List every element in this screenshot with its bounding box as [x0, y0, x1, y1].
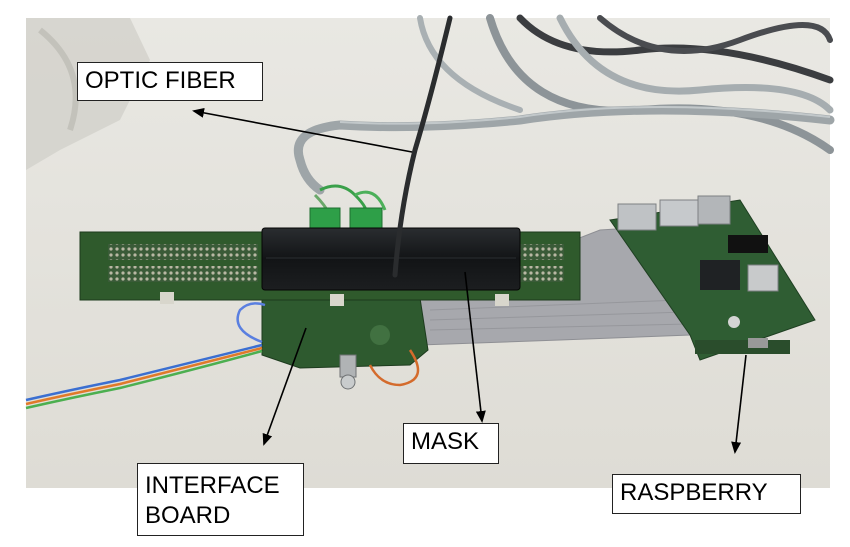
- label-raspberry: RASPBERRY: [612, 474, 801, 514]
- pin-row-bottom-left: [108, 266, 258, 282]
- terminal-block-right: [349, 207, 383, 231]
- arrow-interface-board: [262, 327, 307, 446]
- pin-row-top-left: [108, 244, 258, 260]
- gray-cable-highlight: [339, 106, 831, 125]
- plastic-bag-fold: [38, 27, 79, 131]
- label-optic-fiber: OPTIC FIBER: [77, 62, 263, 101]
- arrow-optic-fiber: [192, 107, 413, 153]
- ribbon-stripes: [429, 299, 689, 331]
- interface-board: [261, 297, 429, 390]
- arrow-mask: [464, 271, 486, 423]
- terminal-block-left: [309, 207, 341, 231]
- pin-row-top-right: [518, 244, 564, 260]
- board-standoffs: [160, 292, 509, 306]
- pin-row-bottom-right: [518, 266, 564, 282]
- gray-cable: [294, 105, 835, 195]
- raspberry-pi-board: [609, 195, 816, 361]
- twisted-wires: [25, 302, 420, 410]
- label-mask: MASK: [403, 423, 499, 464]
- arrow-raspberry: [731, 354, 747, 454]
- mask: [261, 227, 521, 291]
- optic-fiber: [392, 15, 453, 278]
- label-interface-board: INTERFACE BOARD: [137, 463, 304, 536]
